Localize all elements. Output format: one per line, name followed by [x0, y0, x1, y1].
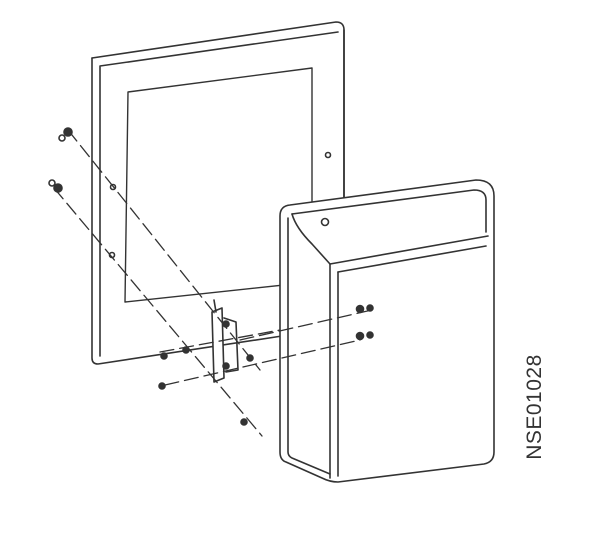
assembly-axis-lines — [53, 129, 373, 437]
bracket — [211, 299, 239, 383]
enclosure-cover — [279, 179, 495, 483]
mounting-frame — [91, 21, 345, 365]
screws — [48, 127, 374, 426]
drawing-code-label: NSE01028 — [523, 354, 546, 460]
